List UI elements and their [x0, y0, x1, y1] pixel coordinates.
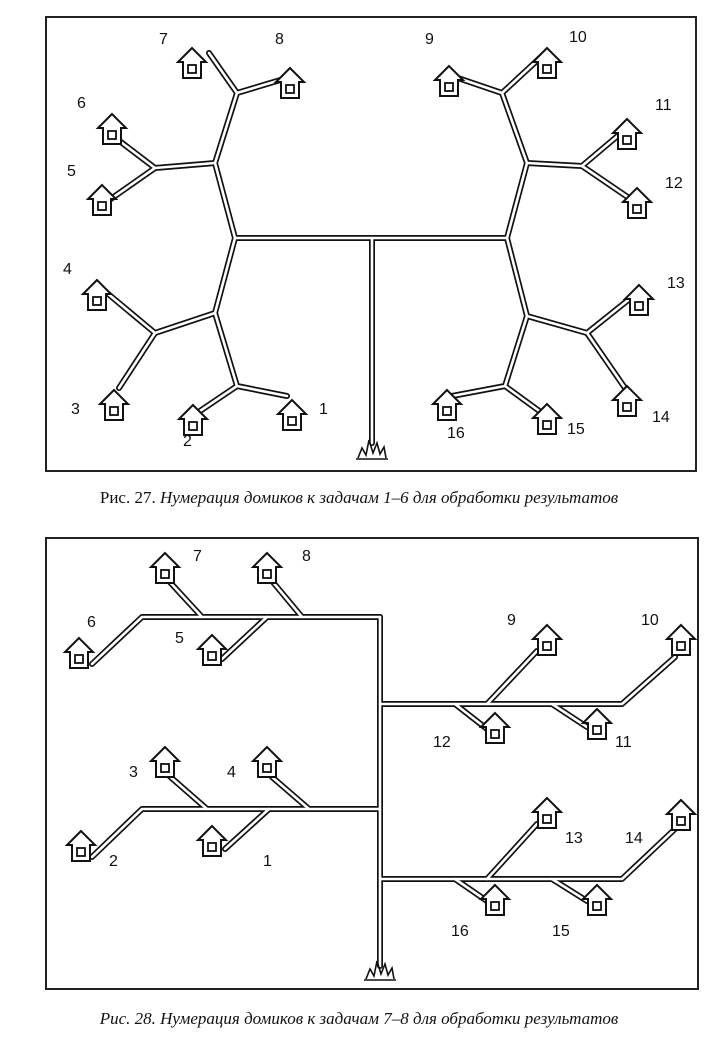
figure-27-diagram: 1 2 3 4 5 6 7 8 9 10 11 12 13 14 15 16 [45, 16, 697, 472]
house-label-4: 4 [63, 261, 72, 278]
house-label-10: 10 [641, 612, 659, 629]
house-icon [666, 624, 696, 656]
house-icon [99, 389, 129, 421]
figure-27-svg: 1 2 3 4 5 6 7 8 9 10 11 12 13 14 15 16 [63, 29, 685, 460]
house-icon [612, 118, 642, 150]
houses-group [82, 47, 654, 436]
house-label-16: 16 [447, 425, 465, 442]
house-icon [480, 884, 510, 916]
figure-28-svg: 1 2 3 4 5 6 7 8 9 10 11 12 13 14 15 16 [64, 548, 696, 981]
house-label-12: 12 [433, 734, 451, 751]
house-label-16: 16 [451, 923, 469, 940]
house-label-9: 9 [425, 31, 434, 48]
house-labels: 1 2 3 4 5 6 7 8 9 10 11 12 13 14 15 16 [63, 29, 685, 450]
house-label-15: 15 [552, 923, 570, 940]
house-label-10: 10 [569, 29, 587, 46]
house-label-2: 2 [183, 433, 192, 450]
house-label-6: 6 [77, 95, 86, 112]
figure-28-caption: Рис. 28. Нумерация домиков к задачам 7–8… [0, 1009, 718, 1029]
house-icon [177, 47, 207, 79]
figure-28-diagram: 1 2 3 4 5 6 7 8 9 10 11 12 13 14 15 16 [45, 537, 699, 990]
house-icon [434, 65, 464, 97]
house-icon [622, 187, 652, 219]
house-icon [66, 830, 96, 862]
house-label-1: 1 [319, 401, 328, 418]
fire-icon [356, 439, 388, 460]
house-label-7: 7 [159, 31, 168, 48]
house-label-3: 3 [129, 764, 138, 781]
house-label-5: 5 [175, 630, 184, 647]
house-label-7: 7 [193, 548, 202, 565]
house-icon [275, 67, 305, 99]
house-labels: 1 2 3 4 5 6 7 8 9 10 11 12 13 14 15 16 [87, 548, 659, 940]
house-label-8: 8 [302, 548, 311, 565]
house-icon [150, 552, 180, 584]
house-icon [532, 47, 562, 79]
house-label-6: 6 [87, 614, 96, 631]
house-label-15: 15 [567, 421, 585, 438]
figure-28-caption-text: Нумерация домиков к задачам 7–8 для обра… [160, 1009, 619, 1028]
house-icon [277, 399, 307, 431]
house-label-5: 5 [67, 163, 76, 180]
house-icon [532, 797, 562, 829]
house-label-8: 8 [275, 31, 284, 48]
house-icon [197, 634, 227, 666]
house-icon [87, 184, 117, 216]
house-label-9: 9 [507, 612, 516, 629]
house-label-4: 4 [227, 764, 236, 781]
house-icon [252, 746, 282, 778]
path-network-inner [90, 577, 677, 968]
house-icon [252, 552, 282, 584]
house-icon [582, 884, 612, 916]
house-label-11: 11 [615, 734, 632, 751]
house-label-13: 13 [667, 275, 685, 292]
house-icon [480, 712, 510, 744]
house-label-12: 12 [665, 175, 683, 192]
house-label-14: 14 [652, 409, 670, 426]
house-icon [582, 708, 612, 740]
house-label-1: 1 [263, 853, 272, 870]
house-label-3: 3 [71, 401, 80, 418]
house-label-2: 2 [109, 853, 118, 870]
house-label-13: 13 [565, 830, 583, 847]
house-label-11: 11 [655, 97, 672, 114]
fire-icon [364, 960, 396, 981]
house-icon [64, 637, 94, 669]
figure-27-caption-label: Рис. 27. [99, 488, 156, 507]
house-icon [97, 113, 127, 145]
figure-27-caption: Рис. 27. Нумерация домиков к задачам 1–6… [0, 488, 718, 508]
house-icon [82, 279, 112, 311]
house-icon [150, 746, 180, 778]
path-network-inner [103, 51, 639, 445]
house-icon [197, 825, 227, 857]
house-label-14: 14 [625, 830, 643, 847]
house-icon [532, 624, 562, 656]
house-icon [612, 385, 642, 417]
house-icon [624, 284, 654, 316]
figure-27-caption-text: Нумерация домиков к задачам 1–6 для обра… [159, 488, 619, 507]
house-icon [666, 799, 696, 831]
figure-28-caption-label: Рис. 28. [99, 1009, 156, 1028]
